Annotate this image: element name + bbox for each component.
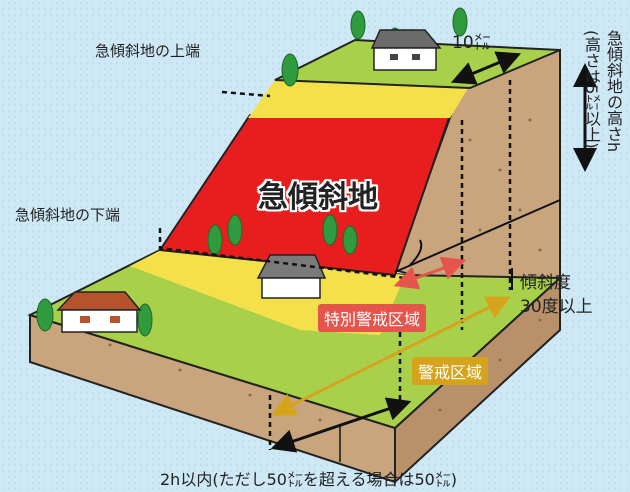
angle-label: 傾斜度 [520,273,571,293]
slope-bottom-label: 急傾斜地の下端 [15,206,121,224]
house-bottom [56,291,142,333]
slope-main-label: 急傾斜地 [258,180,378,215]
special-zone-arrow[interactable] [393,256,467,290]
dashed-guides [158,80,512,450]
upper-yellow-zone [248,80,470,118]
bottom-distance-arrow[interactable] [270,397,412,453]
angle-sub-label: 30度以上 [520,297,593,317]
top-distance-label: 10㍍ [452,33,491,53]
warning-zone-arrow[interactable] [271,296,511,416]
warning-zone-tag: 警戒区域 [412,357,489,385]
house-middle [256,254,327,299]
special-zone-tag: 特別警戒区域 [318,304,427,332]
height-sub-label: (高さは5㍍以上) [582,30,601,149]
bottom-distance-label: 2h以内(ただし50㍍を超える場合は50㍍) [160,470,458,489]
height-label: 急傾斜地の高さh [604,30,623,153]
house-top [370,29,442,71]
slope-top-label: 急傾斜地の上端 [95,42,201,60]
top-distance-arrow[interactable] [450,51,522,85]
